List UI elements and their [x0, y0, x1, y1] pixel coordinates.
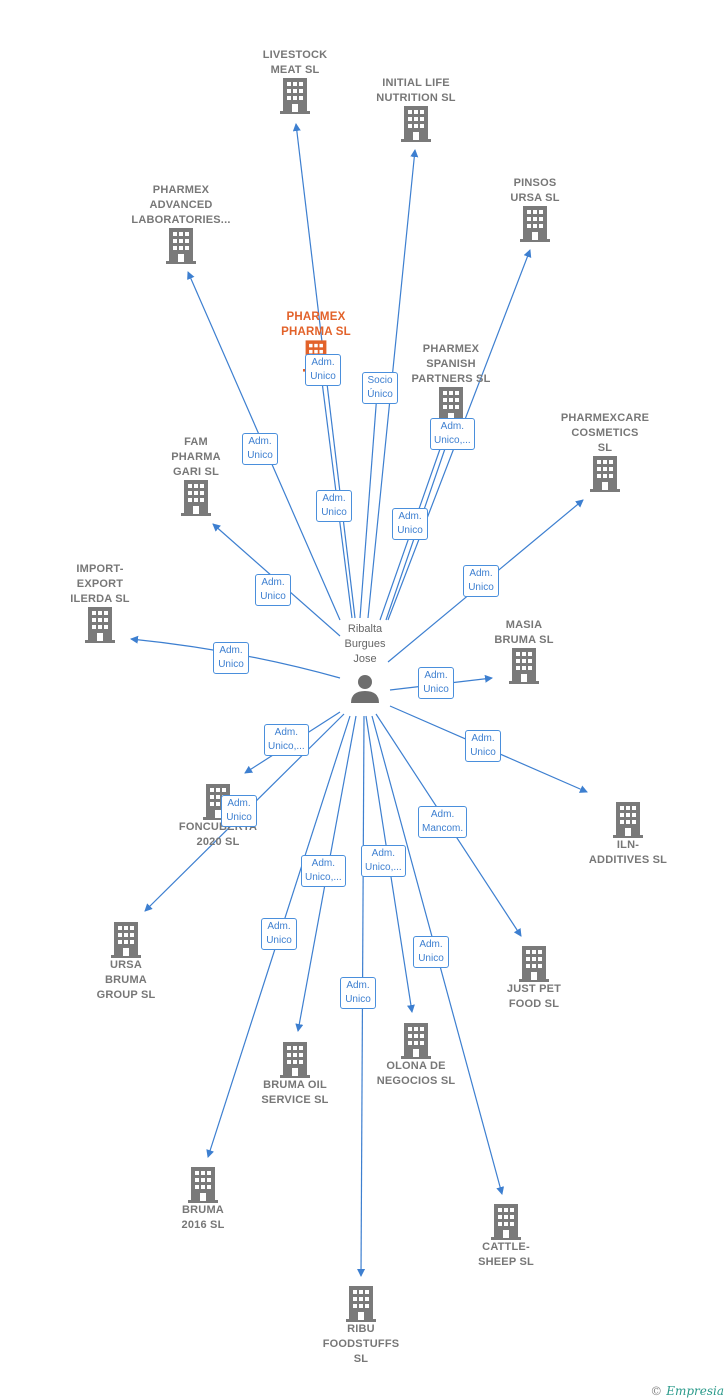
relation-badge[interactable]: Adm. Unico [305, 354, 341, 386]
building-icon [166, 228, 196, 264]
company-label: MASIA BRUMA SL [494, 619, 554, 646]
building-icon [401, 1023, 431, 1059]
company-node-brumaoil[interactable]: BRUMA OIL SERVICE SL [230, 1038, 360, 1108]
company-label: BRUMA 2016 SL [181, 1204, 225, 1231]
company-node-pinsos[interactable]: PINSOS URSA SL [470, 176, 600, 246]
relation-badge[interactable]: Adm. Unico [213, 642, 249, 674]
building-icon [590, 456, 620, 492]
company-node-justpet[interactable]: JUST PET FOOD SL [469, 942, 599, 1012]
company-node-cosmetics[interactable]: PHARMEXCARE COSMETICS SL [540, 411, 670, 496]
building-icon [280, 78, 310, 114]
company-label: INITIAL LIFE NUTRITION SL [376, 77, 456, 104]
edge-center-b [359, 379, 382, 619]
company-label: RIBU FOODSTUFFS SL [322, 1323, 400, 1365]
relation-badge[interactable]: Adm. Unico [413, 936, 449, 968]
brand-logo: Empresia [666, 1384, 724, 1398]
company-label: JUST PET FOOD SL [506, 983, 562, 1010]
relation-badge[interactable]: Adm. Unico,... [301, 855, 346, 887]
copyright-icon: © [650, 1384, 663, 1398]
company-node-initial[interactable]: INITIAL LIFE NUTRITION SL [351, 76, 481, 146]
company-label: CATTLE- SHEEP SL [478, 1241, 534, 1268]
relation-badge[interactable]: Adm. Unico [255, 574, 291, 606]
company-label: FAM PHARMA GARI SL [171, 436, 221, 478]
company-node-import[interactable]: IMPORT- EXPORT ILERDA SL [35, 562, 165, 647]
company-label: PHARMEXCARE COSMETICS SL [560, 412, 650, 454]
company-label: PHARMEX SPANISH PARTNERS SL [411, 343, 491, 385]
relation-badge[interactable]: Adm. Unico [242, 433, 278, 465]
company-node-spanish[interactable]: PHARMEX SPANISH PARTNERS SL [386, 342, 516, 427]
company-label: PINSOS URSA SL [510, 177, 560, 204]
relation-badge[interactable]: Adm. Unico,... [264, 724, 309, 756]
company-node-cattle[interactable]: CATTLE- SHEEP SL [441, 1200, 571, 1270]
relation-badge[interactable]: Adm. Unico [316, 490, 352, 522]
building-icon [188, 1167, 218, 1203]
company-node-iln[interactable]: ILN- ADDITIVES SL [563, 798, 693, 868]
relation-badge[interactable]: Adm. Unico [463, 565, 499, 597]
relation-badge[interactable]: Adm. Unico [340, 977, 376, 1009]
company-node-foncu[interactable]: FONCUBERTA 2020 SL [153, 780, 283, 850]
company-label: IMPORT- EXPORT ILERDA SL [70, 563, 130, 605]
company-label: FONCUBERTA 2020 SL [178, 821, 258, 848]
company-label: URSA BRUMA GROUP SL [96, 959, 156, 1001]
building-icon [509, 648, 539, 684]
company-label: ILN- ADDITIVES SL [588, 839, 668, 866]
building-icon [181, 480, 211, 516]
company-label: OLONA DE NEGOCIOS SL [376, 1060, 456, 1087]
relation-badge[interactable]: Adm. Unico [221, 795, 257, 827]
building-icon [111, 922, 141, 958]
relation-badge[interactable]: Adm. Unico,... [430, 418, 475, 450]
relation-badge[interactable]: Adm. Unico [261, 918, 297, 950]
person-label: Ribalta Burgues Jose [344, 623, 386, 665]
person-node[interactable]: Ribalta Burgues Jose [343, 622, 387, 703]
building-icon [491, 1204, 521, 1240]
company-label: PHARMEX ADVANCED LABORATORIES... [131, 184, 231, 226]
company-label: BRUMA OIL SERVICE SL [261, 1079, 329, 1106]
company-node-bruma2016[interactable]: BRUMA 2016 SL [138, 1163, 268, 1233]
company-node-fam[interactable]: FAM PHARMA GARI SL [131, 435, 261, 520]
building-icon [520, 206, 550, 242]
building-icon [85, 607, 115, 643]
relation-badge[interactable]: Adm. Unico [392, 508, 428, 540]
relation-badge[interactable]: Adm. Mancom. [418, 806, 468, 838]
building-icon [613, 802, 643, 838]
company-node-ribu[interactable]: RIBU FOODSTUFFS SL [296, 1282, 426, 1367]
company-node-livestock[interactable]: LIVESTOCK MEAT SL [230, 48, 360, 118]
company-node-olona[interactable]: OLONA DE NEGOCIOS SL [351, 1019, 481, 1089]
building-icon [280, 1042, 310, 1078]
relation-badge[interactable]: Socio Único [362, 372, 398, 404]
company-node-masia[interactable]: MASIA BRUMA SL [459, 618, 589, 688]
company-node-advanced[interactable]: PHARMEX ADVANCED LABORATORIES... [116, 183, 246, 268]
company-node-ursa[interactable]: URSA BRUMA GROUP SL [61, 918, 191, 1003]
relation-badge[interactable]: Adm. Unico [418, 667, 454, 699]
relation-badge[interactable]: Adm. Unico [465, 730, 501, 762]
building-icon [401, 106, 431, 142]
person-icon [351, 675, 379, 703]
company-label: PHARMEX PHARMA SL [281, 311, 351, 338]
footer-brand: ©Empresia [650, 1384, 724, 1398]
relation-badge[interactable]: Adm. Unico,... [361, 845, 406, 877]
building-icon [346, 1286, 376, 1322]
building-icon [519, 946, 549, 982]
company-label: LIVESTOCK MEAT SL [262, 49, 328, 76]
